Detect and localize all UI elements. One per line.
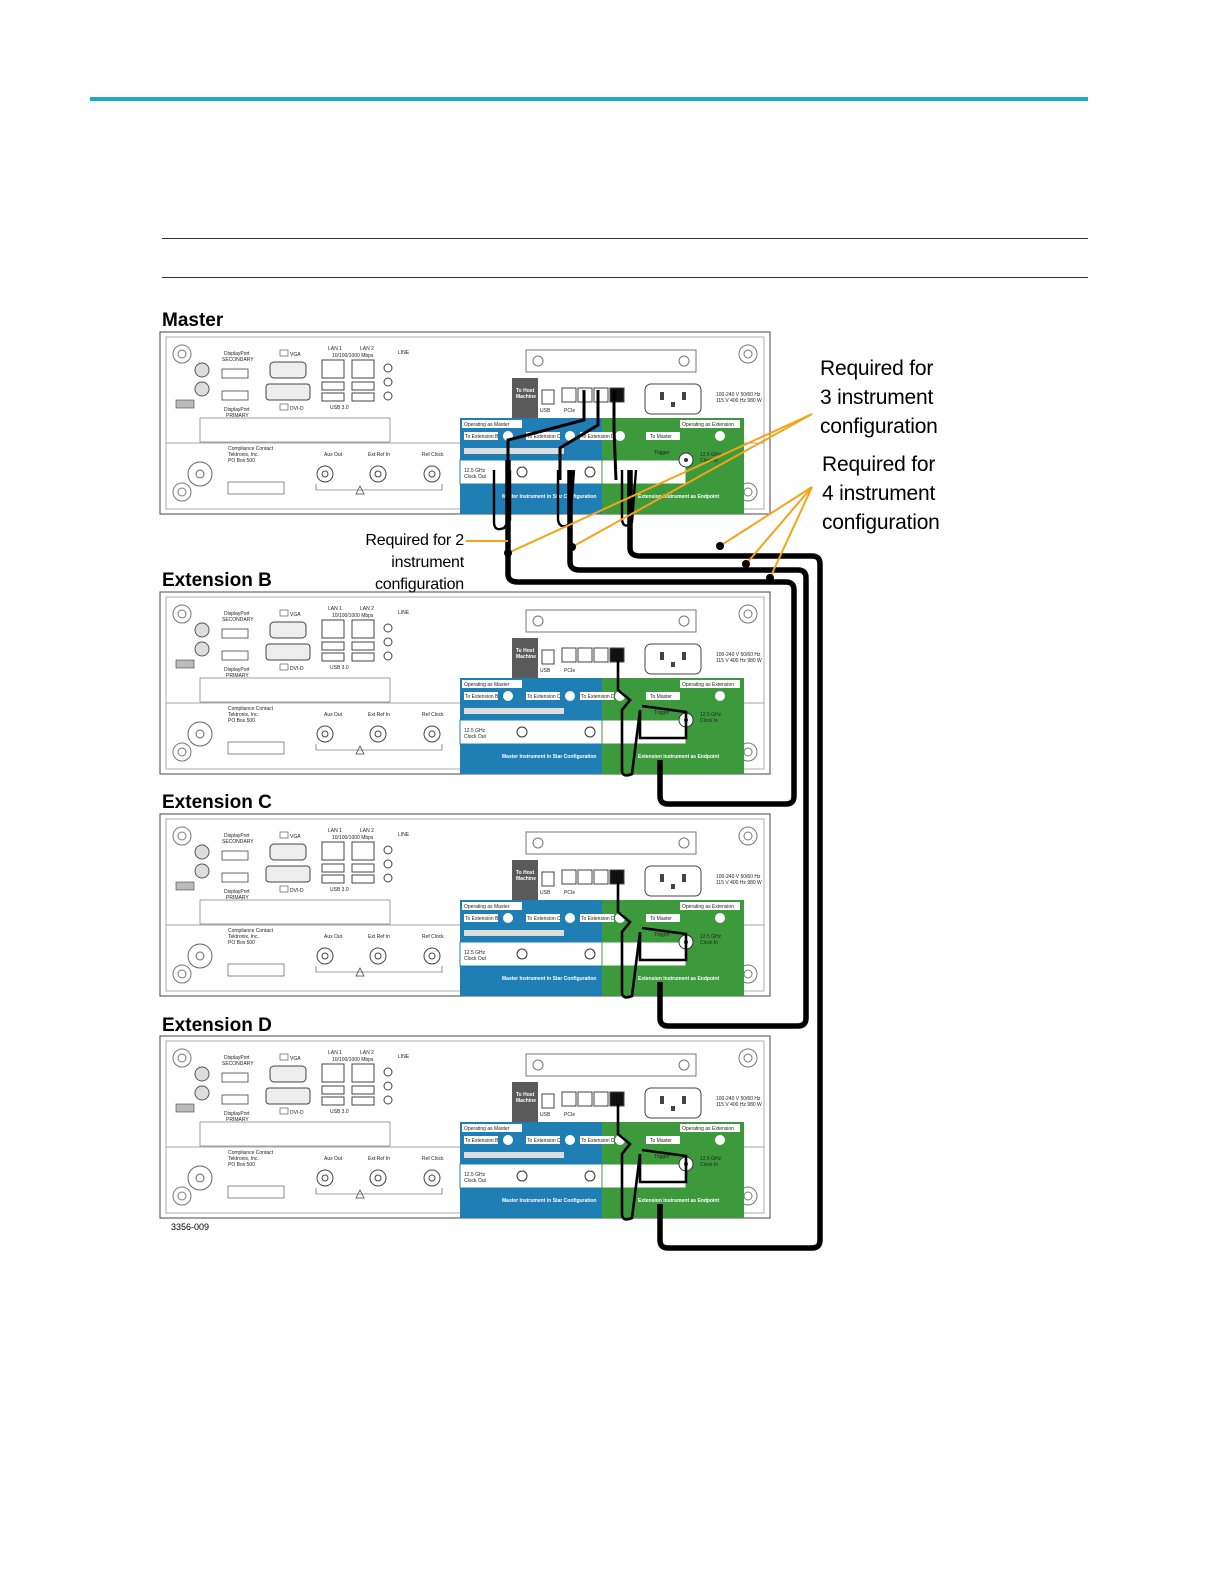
callout-required-2-line1: Required for 2	[308, 530, 464, 552]
callout-required-4: Required for 4 instrument configuration	[822, 450, 940, 537]
chassis-master	[160, 332, 770, 514]
callout-required-2: Required for 2 instrument configuration	[308, 530, 464, 596]
callout-required-3-line3: configuration	[820, 412, 938, 441]
callout-required-3-line2: 3 instrument	[820, 383, 938, 412]
callout-dots	[504, 542, 774, 582]
callout-required-4-line1: Required for	[822, 450, 940, 479]
chassis-extension-c	[160, 814, 770, 996]
callout-required-2-line2: instrument configuration	[308, 552, 464, 596]
figure-id: 3356-009	[171, 1222, 209, 1232]
chassis-extension-d	[160, 1036, 770, 1218]
callout-required-3: Required for 3 instrument configuration	[820, 354, 938, 441]
callout-required-4-line3: configuration	[822, 508, 940, 537]
callout-required-3-line1: Required for	[820, 354, 938, 383]
callout-required-4-line2: 4 instrument	[822, 479, 940, 508]
chassis-extension-b	[160, 592, 770, 774]
